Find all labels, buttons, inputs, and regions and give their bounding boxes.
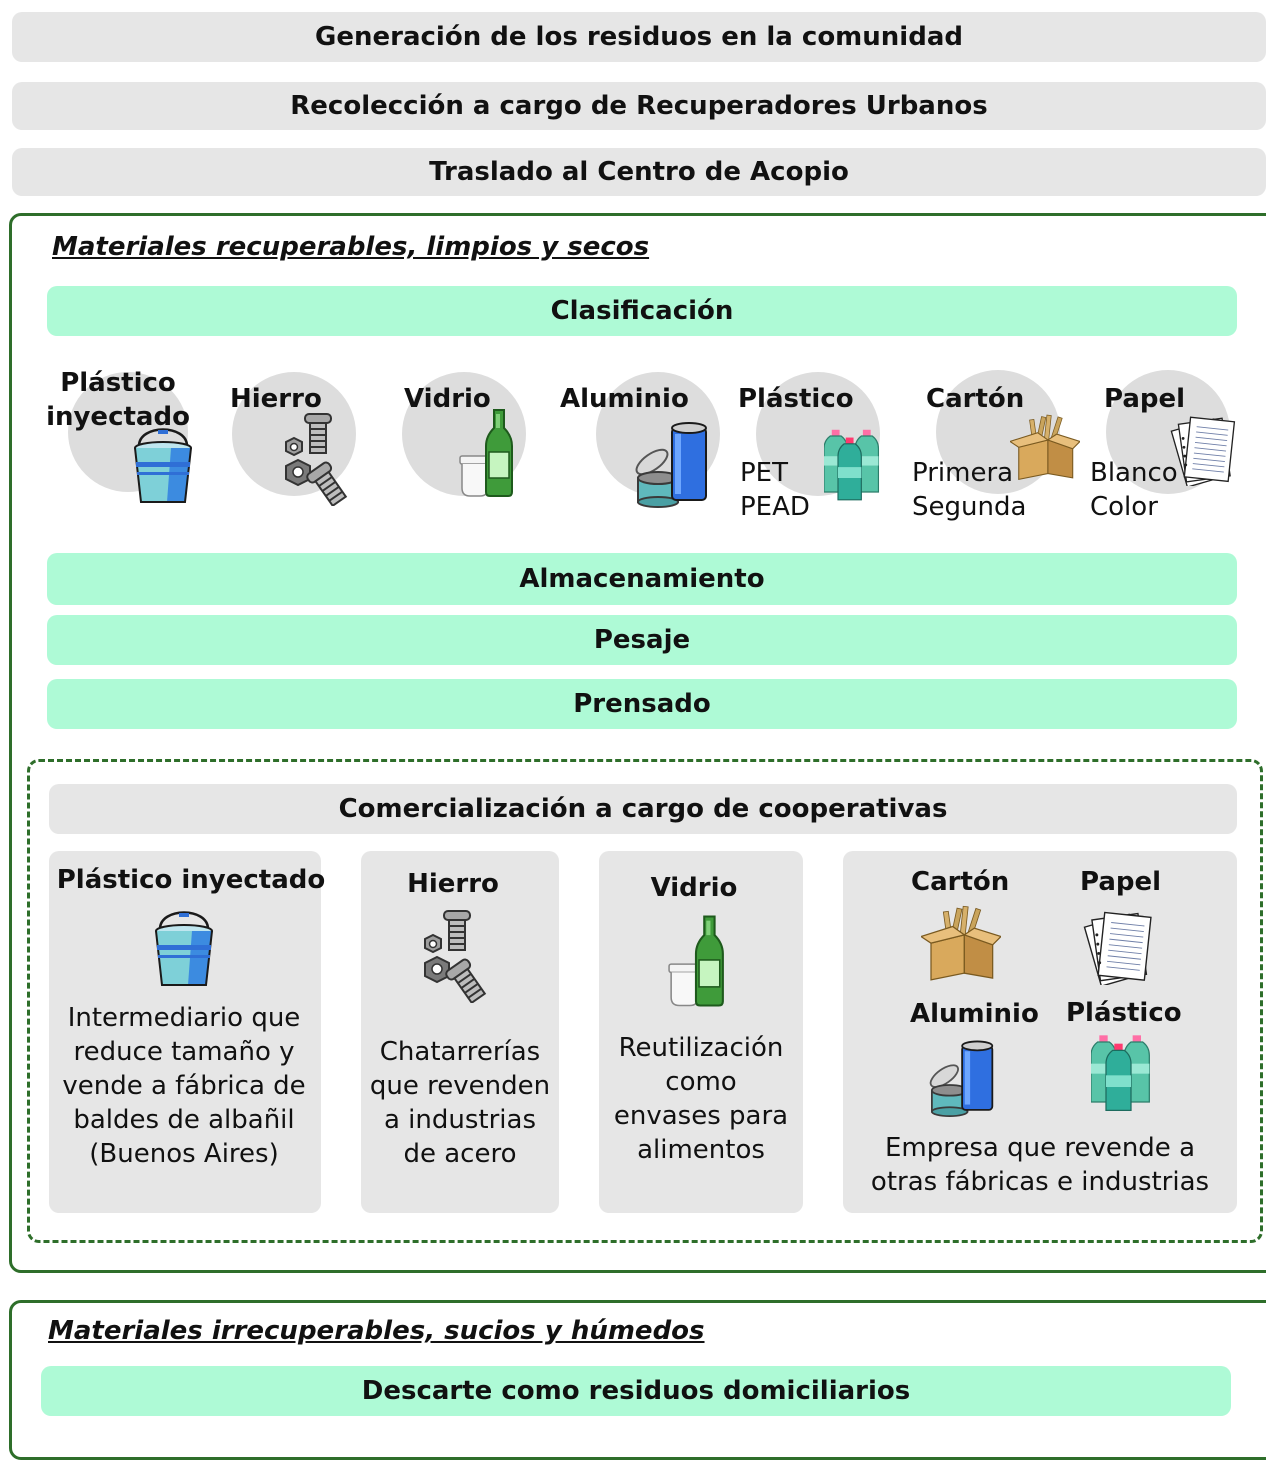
bolts-nuts-icon [285, 413, 351, 506]
card-description: Empresa que revende a otras fábricas e i… [870, 1133, 1210, 1197]
classification-bar: Clasificación [47, 286, 1237, 336]
sublabel-blanco: Blanco [1090, 458, 1178, 488]
recoverable-title: Materiales recuperables, limpios y secos [52, 232, 650, 262]
category-title: Vidrio [404, 384, 491, 414]
card-title: Vidrio [650, 873, 738, 903]
bucket-icon [154, 911, 214, 987]
card-vidrio: Vidrio Reutilización como envases para a… [599, 851, 803, 1213]
recoverable-panel [9, 213, 1266, 1273]
category-title: Cartón [926, 384, 1025, 414]
weighing-bar: Pesaje [47, 615, 1237, 665]
category-vidrio: Vidrio [396, 362, 546, 512]
pressing-bar: Prensado [47, 679, 1237, 729]
category-plastico: Plástico PET PEAD [738, 362, 898, 527]
glass-bottle-jar-icon [459, 409, 513, 497]
card-plastico-inyectado: Plástico inyectado Intermediario que red… [49, 851, 325, 1213]
card-title-carton: Cartón [911, 867, 1010, 897]
step-generation: Generación de los residuos en la comunid… [12, 12, 1266, 62]
cans-icon [926, 1040, 994, 1117]
sublabel-pead: PEAD [740, 492, 810, 522]
bolts-nuts-icon [424, 910, 490, 1003]
card-title-papel: Papel [1080, 867, 1162, 897]
cardboard-box-icon [1010, 414, 1080, 480]
category-title: Aluminio [560, 384, 689, 414]
category-title: Hierro [230, 384, 322, 414]
card-title-plastico: Plástico [1066, 998, 1182, 1028]
card-title: Hierro [407, 869, 499, 899]
category-papel: Papel Blanco Color [1088, 362, 1258, 527]
cans-icon [631, 422, 707, 508]
card-description: Chatarrerías que revenden a industrias d… [369, 1037, 551, 1169]
category-hierro: Hierro [222, 362, 372, 512]
discard-bar: Descarte como residuos domiciliarios [41, 1366, 1231, 1416]
sublabel-pet: PET [740, 458, 788, 488]
plastic-bottles-icon [824, 429, 880, 501]
glass-bottle-jar-icon [668, 915, 724, 1007]
storage-bar: Almacenamiento [47, 553, 1237, 605]
category-title: Plástico [738, 384, 854, 414]
card-title-aluminio: Aluminio [910, 999, 1039, 1029]
category-title: Plástico inyectado [46, 368, 190, 432]
commercialization-bar: Comercialización a cargo de cooperativas [49, 784, 1237, 834]
plastic-bottles-icon [1091, 1034, 1150, 1111]
category-title: Papel [1104, 384, 1186, 414]
card-description: Reutilización como envases para alimento… [613, 1033, 789, 1165]
sublabel-primera: Primera [912, 458, 1014, 488]
category-carton: Cartón Primera Segunda [910, 362, 1090, 527]
sublabel-color: Color [1090, 492, 1158, 522]
card-description: Intermediario que reduce tamaño y vende … [62, 1003, 306, 1169]
card-title: Plástico inyectado [56, 865, 326, 895]
category-plastico-inyectado: Plástico inyectado [40, 362, 210, 512]
step-collection: Recolección a cargo de Recuperadores Urb… [12, 82, 1266, 130]
cardboard-box-icon [921, 905, 1001, 981]
commercialization-panel [27, 759, 1263, 1243]
bucket-icon [133, 428, 193, 504]
sublabel-segunda: Segunda [912, 492, 1027, 522]
card-otros-materiales: Cartón Papel Aluminio Plástico Empresa q… [843, 851, 1237, 1213]
unrecoverable-title: Materiales irrecuperables, sucios y húme… [48, 1316, 705, 1346]
category-aluminio: Aluminio [560, 362, 730, 512]
step-transfer: Traslado al Centro de Acopio [12, 148, 1266, 196]
paper-sheets-icon [1083, 911, 1152, 985]
card-hierro: Hierro Chatarrerías que revenden a indus… [361, 851, 559, 1213]
paper-sheets-icon [1170, 416, 1236, 486]
